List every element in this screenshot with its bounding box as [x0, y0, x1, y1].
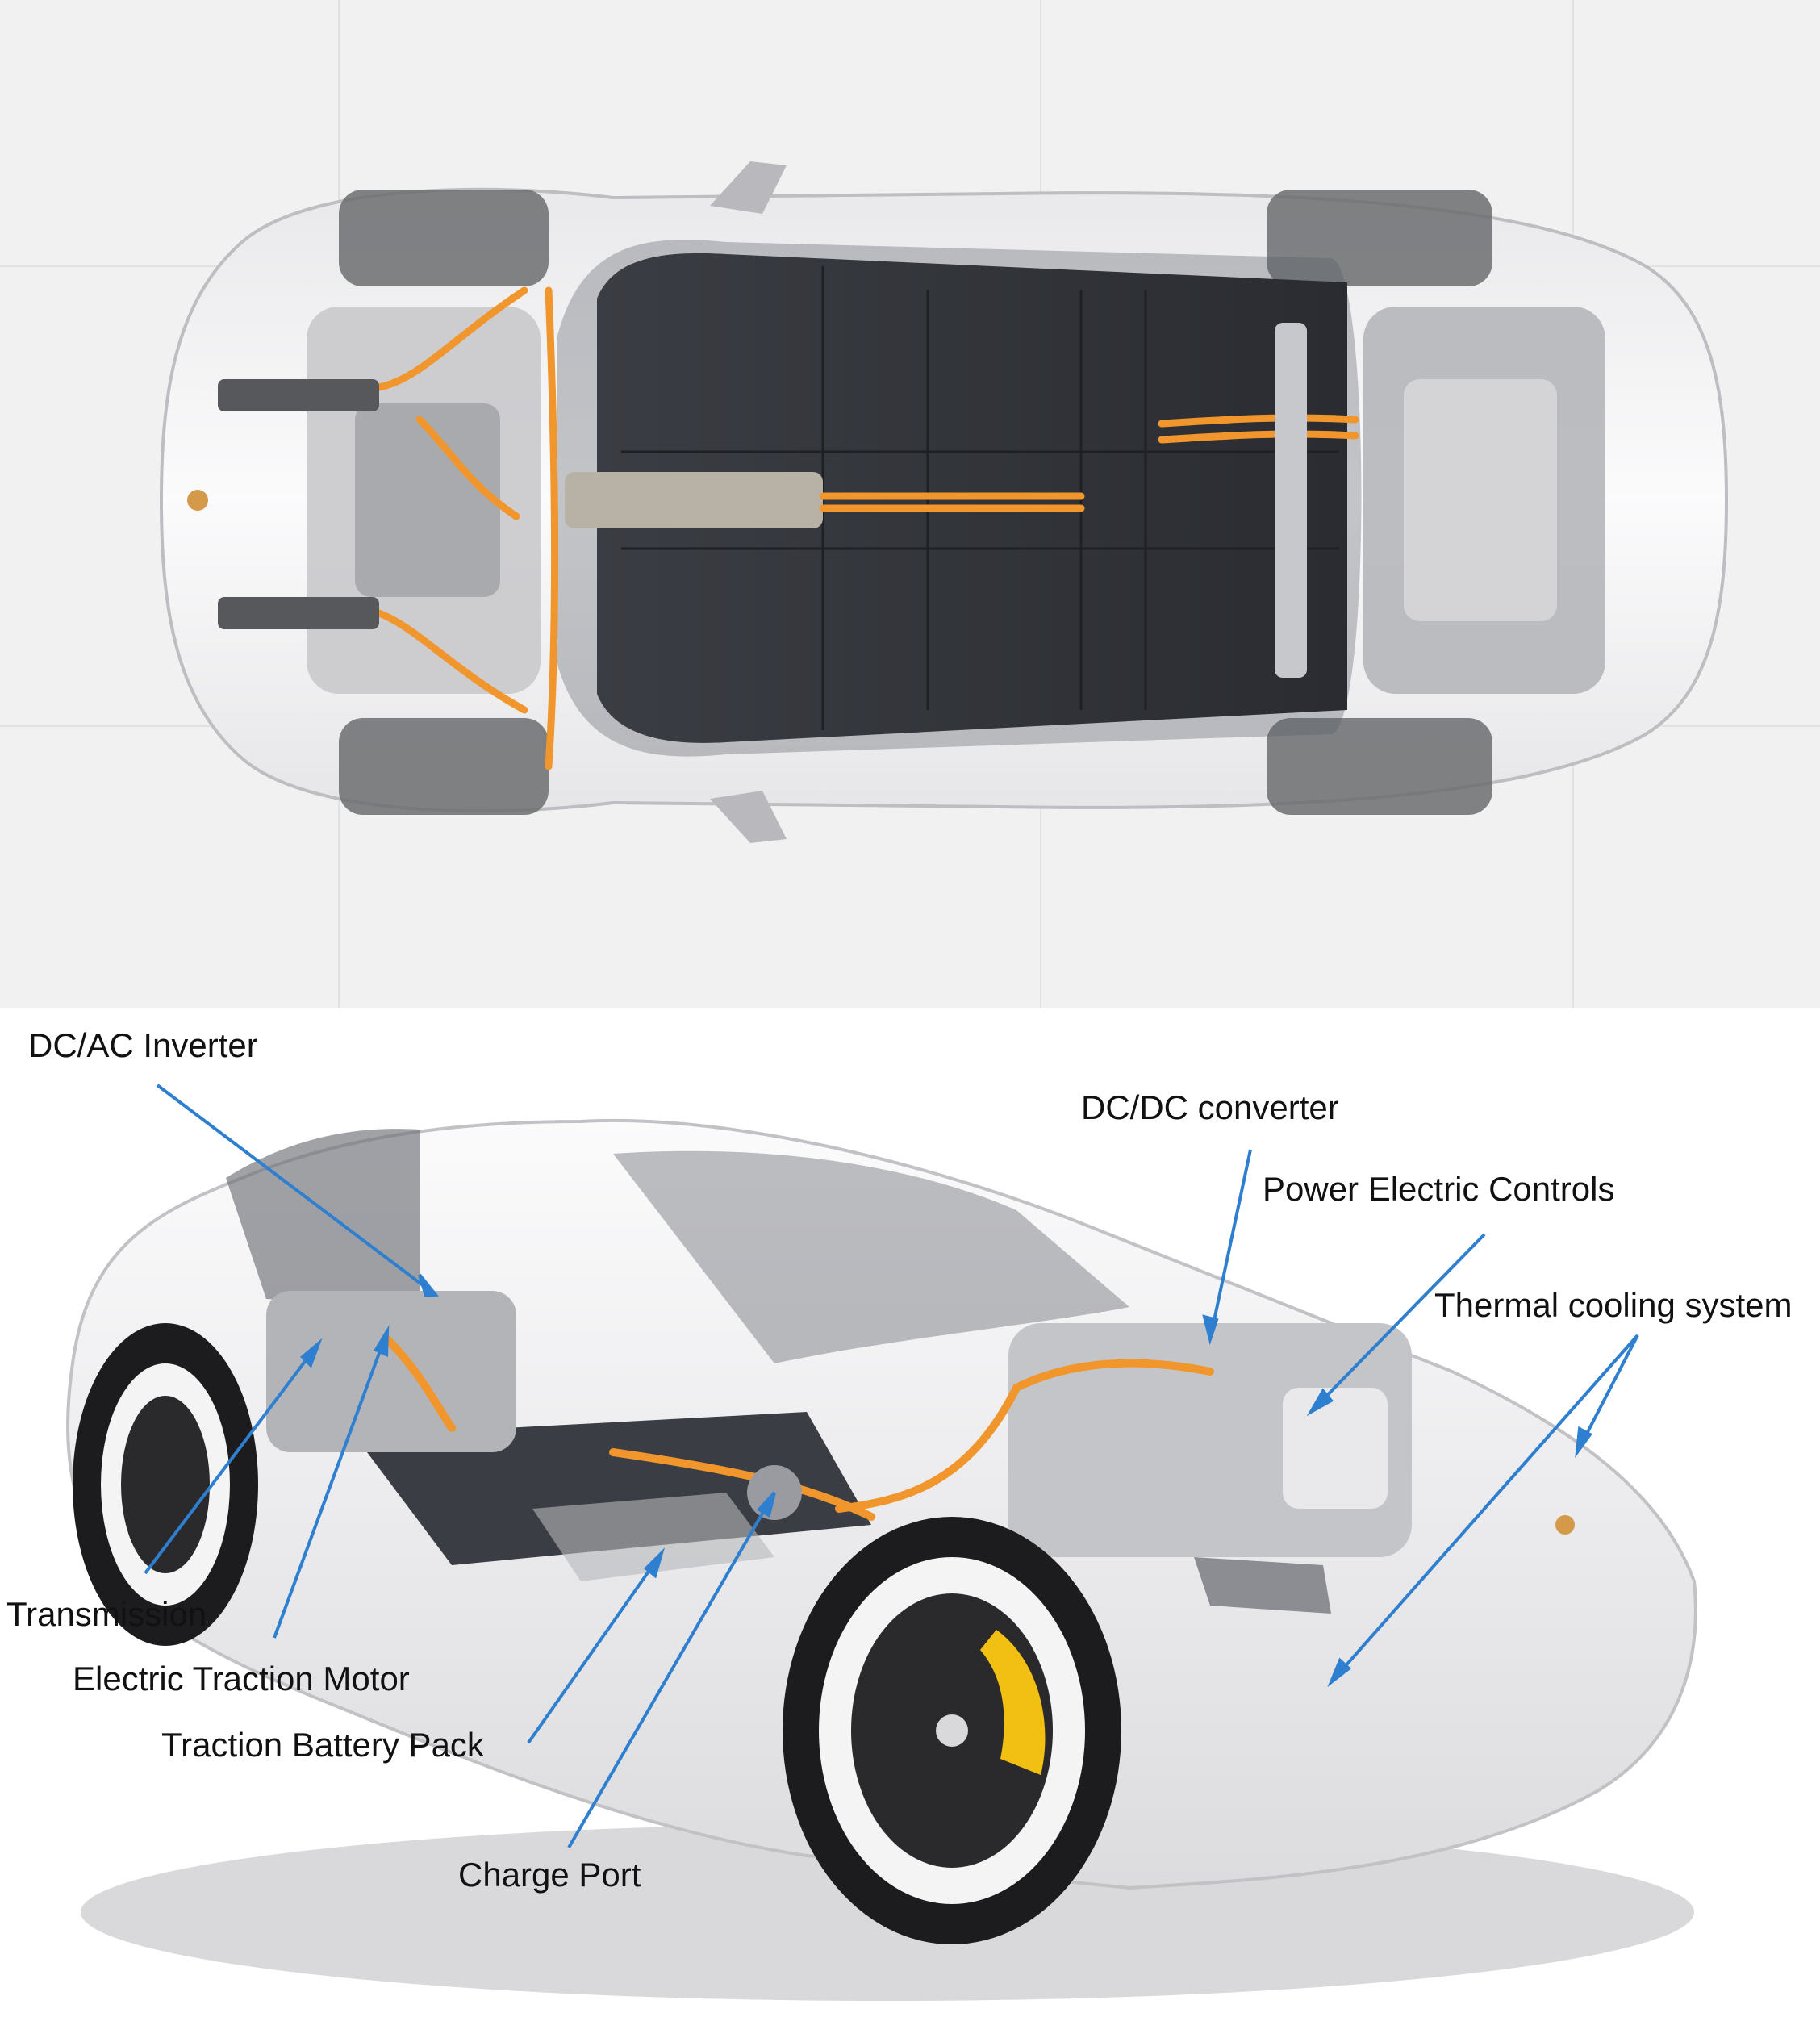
battery-cover	[532, 1493, 774, 1581]
arrowhead-thermal-cooling-2	[1327, 1657, 1352, 1688]
leader-power-electric-controls	[1309, 1233, 1486, 1414]
side-view-panel: DC/AC Inverter DC/DC converter Power Ele…	[0, 1008, 1820, 2017]
arrowhead-transmission	[300, 1338, 323, 1368]
front-drive-unit	[355, 403, 500, 597]
side-view-car-illustration: DC/AC Inverter DC/DC converter Power Ele…	[6, 1026, 1792, 2001]
arrowhead-thermal-cooling-1	[1575, 1426, 1592, 1459]
leader-dc-dc-converter	[1208, 1149, 1252, 1340]
leader-thermal-cooling-2	[1330, 1334, 1639, 1684]
coolant-reservoir	[1283, 1388, 1388, 1509]
top-view-panel	[0, 0, 1820, 1008]
label-charge-port: Charge Port	[458, 1856, 641, 1894]
rear-wheel	[73, 1323, 258, 1646]
label-power-electric-controls: Power Electric Controls	[1263, 1170, 1614, 1208]
leader-charge-port	[567, 1491, 776, 1849]
leader-transmission	[144, 1342, 320, 1575]
leader-traction-battery-pack	[527, 1551, 663, 1744]
label-traction-battery-pack: Traction Battery Pack	[161, 1726, 485, 1764]
label-transmission: Transmission	[6, 1595, 207, 1633]
hv-cables	[375, 286, 1359, 770]
top-view-car-illustration	[0, 0, 1820, 1008]
label-dc-ac-inverter: DC/AC Inverter	[28, 1026, 258, 1064]
rear-crossmember	[1275, 323, 1307, 678]
arrowhead-traction-battery-pack	[644, 1547, 666, 1579]
center-tunnel	[565, 472, 823, 528]
headlight	[1194, 1557, 1331, 1614]
top-wheels	[339, 190, 1492, 815]
windshield	[613, 1150, 1129, 1363]
arrowhead-charge-port	[756, 1491, 776, 1518]
label-thermal-cooling-system: Thermal cooling system	[1434, 1286, 1792, 1324]
leader-electric-traction-motor	[273, 1330, 389, 1639]
front-wheel	[783, 1517, 1121, 1944]
side-mirrors	[710, 161, 787, 843]
hv-cables-side	[383, 1335, 1214, 1521]
arrowhead-dc-dc-converter	[1202, 1314, 1219, 1346]
battery-modules	[621, 266, 1339, 730]
hood-badge-side	[1555, 1515, 1575, 1535]
arrowhead-dc-ac-inverter	[418, 1273, 439, 1298]
rear-drive-unit-side	[266, 1291, 516, 1452]
label-dc-dc-converter: DC/DC converter	[1081, 1088, 1339, 1126]
arrowhead-power-electric-controls	[1306, 1388, 1334, 1417]
rear-drive-unit	[1404, 379, 1557, 621]
leader-dc-ac-inverter	[156, 1084, 437, 1297]
label-electric-traction-motor: Electric Traction Motor	[73, 1660, 410, 1698]
arrowhead-electric-traction-motor	[374, 1325, 390, 1358]
hood-badge	[187, 490, 208, 511]
front-subframe	[218, 379, 379, 629]
